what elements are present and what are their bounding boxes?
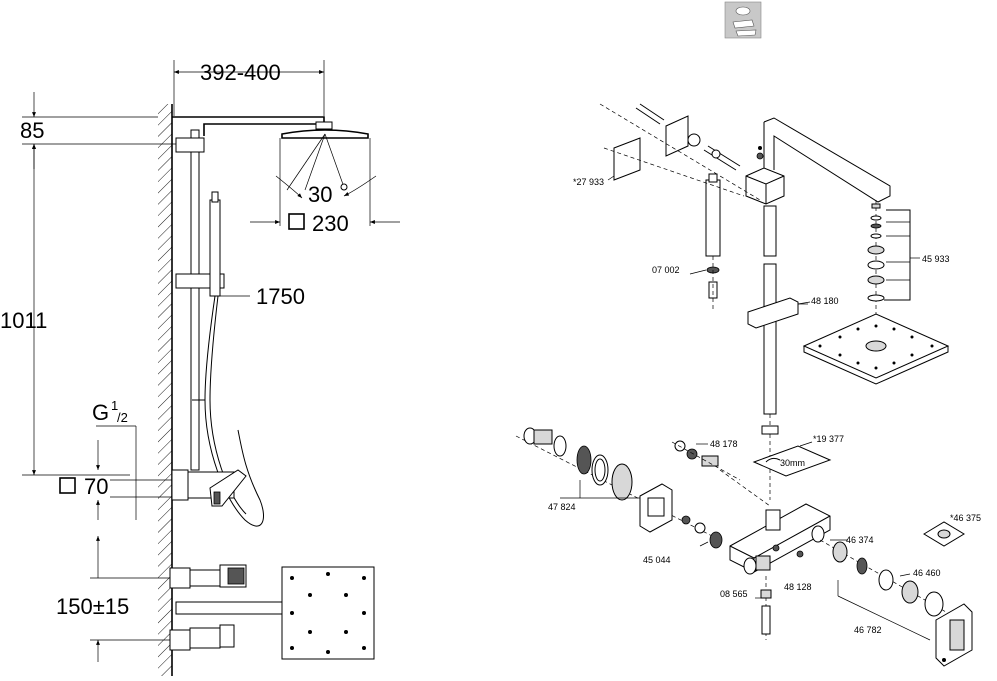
part-27933: *27 933 [573,177,604,187]
wall-hatch [158,104,172,676]
wall-bracket-parts [599,103,764,201]
square-symbol-body [59,477,76,494]
dim-head-square: 230 [312,211,349,236]
dim-angle: 30 [308,182,332,207]
mixer-components [515,427,723,549]
riser-pipe [190,129,200,471]
square-symbol-head [288,213,305,230]
plate-30mm: 30mm [780,458,805,468]
thread-sup: 1 [111,398,118,413]
dim-top: 85 [20,118,44,143]
bottom-fitting [755,576,772,640]
dim-center: 150±15 [56,594,129,619]
mixer-side-view [171,469,247,507]
bottom-view [169,564,375,660]
maintenance-icon [724,1,762,39]
dim-body-square: 70 [84,474,108,499]
overhead-shower-exploded [802,200,950,385]
thread-base: G [92,400,109,425]
dim-height: 1011 [0,308,47,333]
part-48128: 48 128 [784,582,812,592]
cartridge-row [819,521,973,667]
thermostat-body [719,434,831,575]
label-plate: 30mm [752,441,832,477]
part-07002: 07 002 [652,265,680,275]
part-46460: 46 460 [913,568,941,578]
part-47824: 47 824 [548,502,576,512]
hand-shower [705,179,721,257]
part-48178: 48 178 [710,439,738,449]
dim-rail: 1750 [256,284,305,309]
part-46375: *46 375 [950,513,981,523]
part-45044: 45 044 [643,555,671,565]
part-19377: *19 377 [813,434,844,444]
overhead-shower-head: 30 [275,121,377,226]
dimension-drawing: 392-400 30 230 85 1011 [0,60,400,676]
part-08565: 08 565 [720,589,748,599]
part-48180: 48 180 [811,296,839,306]
part-45933: 45 933 [922,254,950,264]
thread-sub: /2 [117,410,128,425]
part-46782: 46 782 [854,625,882,635]
part-46374: 46 374 [846,535,874,545]
exploded-view: 30mm [515,103,973,667]
diverter-parts [671,440,741,481]
dim-width: 392-400 [200,60,281,85]
